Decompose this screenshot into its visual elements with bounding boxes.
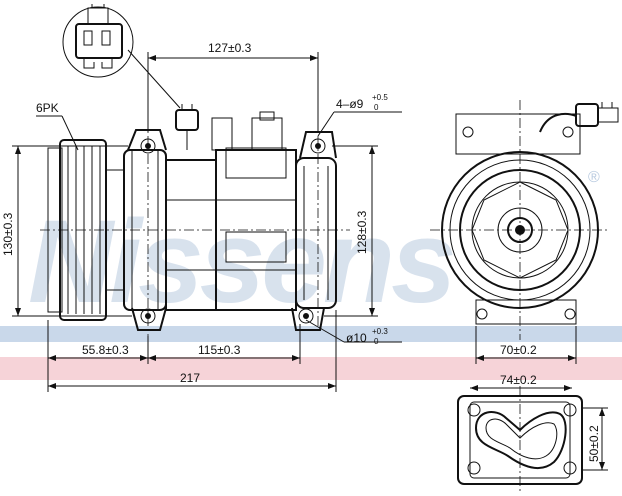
blue-band	[0, 326, 622, 342]
dim-mid-width: 115±0.3	[198, 343, 241, 357]
label-bore: ø10	[346, 331, 367, 345]
dim-left-height: 130±0.3	[1, 212, 15, 256]
label-belt: 6PK	[36, 101, 59, 115]
dimension-lines	[12, 52, 608, 471]
dim-side-width: 70±0.2	[500, 343, 537, 357]
label-bore-tol-lower: 0	[374, 337, 379, 346]
dim-port-width: 74±0.2	[500, 373, 537, 387]
pink-band	[0, 357, 622, 380]
dim-top-width: 127±0.3	[208, 41, 252, 55]
port-detail-view	[457, 386, 583, 494]
dim-total-length: 217	[180, 371, 200, 385]
compressor-end-view	[430, 100, 619, 340]
label-mount-holes-tol-upper: +0.5	[372, 93, 388, 102]
label-mount-holes: 4–ø9	[336, 97, 364, 111]
compressor-side-view	[40, 104, 350, 345]
label-mount-holes-tol-lower: 0	[374, 103, 379, 112]
dim-port-height: 50±0.2	[587, 425, 601, 462]
label-bore-tol-upper: +0.3	[372, 327, 388, 336]
connector-detail	[62, 4, 181, 109]
dim-offset-left: 55.8±0.3	[82, 343, 129, 357]
registered-mark: ®	[588, 169, 600, 186]
dim-right-height: 128±0.3	[355, 210, 369, 254]
